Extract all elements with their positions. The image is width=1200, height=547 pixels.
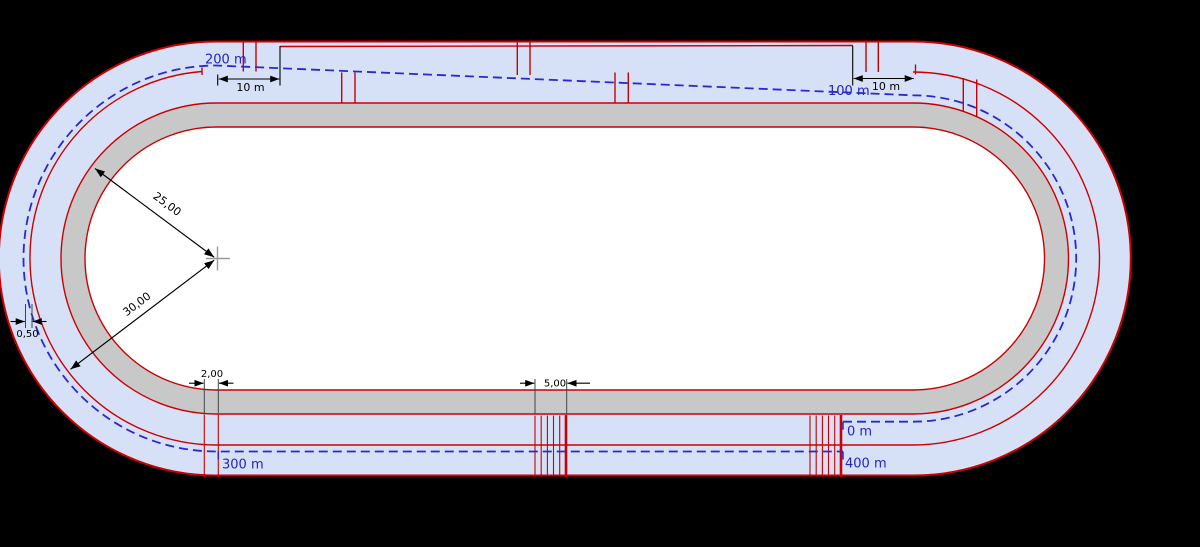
label-050m: 0,50 <box>16 329 38 340</box>
start-line-pairs <box>242 40 978 117</box>
label-5m: 5,00 <box>544 379 566 390</box>
dim-extension-lines-top <box>217 46 854 86</box>
pre-line-group-mid <box>534 415 561 477</box>
radius-30-arrow <box>70 259 215 370</box>
label-400m: 400 m <box>845 457 887 472</box>
curve-center-cross <box>206 246 230 271</box>
crossing-zone-line <box>279 44 854 48</box>
measurement-ticks <box>217 421 844 460</box>
line-300m-pair <box>203 414 219 477</box>
lane-divider-line <box>29 64 1101 446</box>
label-2m: 2,00 <box>201 369 223 380</box>
dim-extension-lines-bottom <box>25 304 568 414</box>
label-10m-right: 10 m <box>872 80 900 93</box>
infield <box>84 126 1046 391</box>
pre-line-group-finish <box>809 415 836 477</box>
label-0m: 0 m <box>847 425 872 440</box>
label-200m: 200 m <box>205 53 247 68</box>
label-300m: 300 m <box>222 458 264 473</box>
label-10m-left: 10 m <box>236 81 264 94</box>
radius-25-arrow <box>94 168 215 258</box>
label-100m: 100 m <box>828 84 870 99</box>
measurement-line <box>22 64 1078 453</box>
